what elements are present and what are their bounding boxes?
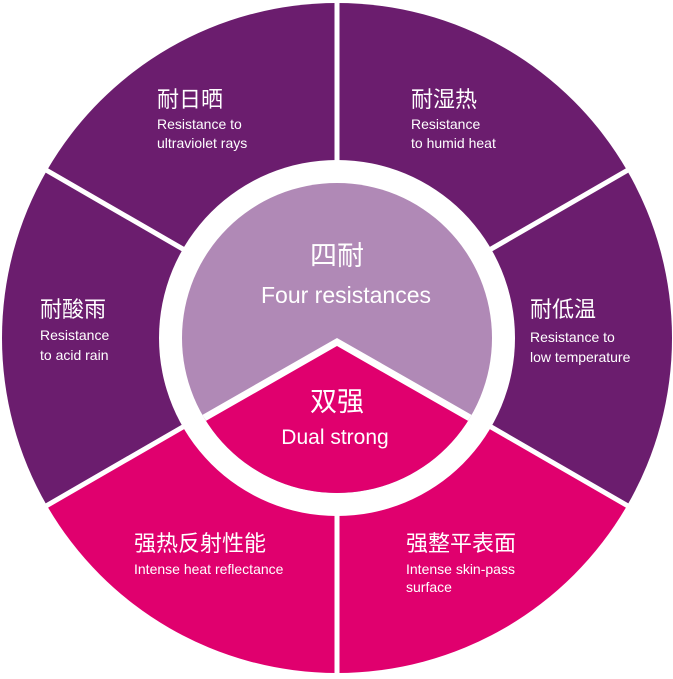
acid-label-en-line1: Resistance — [40, 327, 109, 343]
humid-label-cn: 耐湿热 — [411, 87, 477, 112]
skin-pass-label-en-line2: surface — [406, 579, 452, 595]
heat-reflect-label-en-line1: Intense heat reflectance — [134, 561, 284, 577]
heat-reflect-label-cn: 强热反射性能 — [134, 531, 266, 556]
four-resistances-en: Four resistances — [261, 282, 431, 308]
acid-label-cn: 耐酸雨 — [40, 297, 106, 322]
skin-pass-label-en-line1: Intense skin-pass — [406, 561, 515, 577]
skin-pass-label-cn: 强整平表面 — [406, 531, 516, 556]
dual-strong-cn: 双强 — [310, 387, 364, 417]
low-temp-label-cn: 耐低温 — [530, 297, 596, 322]
low-temp-label-en-line1: Resistance to — [530, 329, 615, 345]
dual-strong-en: Dual strong — [281, 426, 388, 449]
humid-label-en-line2: to humid heat — [411, 135, 496, 151]
low-temp-label-en-line2: low temperature — [530, 349, 631, 365]
humid-label-en-line1: Resistance — [411, 116, 480, 132]
uv-label-en-line2: ultraviolet rays — [157, 135, 247, 151]
uv-label-en-line1: Resistance to — [157, 116, 242, 132]
center-divider — [188, 337, 486, 430]
four-resistances-cn: 四耐 — [310, 241, 364, 271]
acid-label-en-line2: to acid rain — [40, 347, 108, 363]
uv-label-cn: 耐日晒 — [157, 87, 223, 112]
